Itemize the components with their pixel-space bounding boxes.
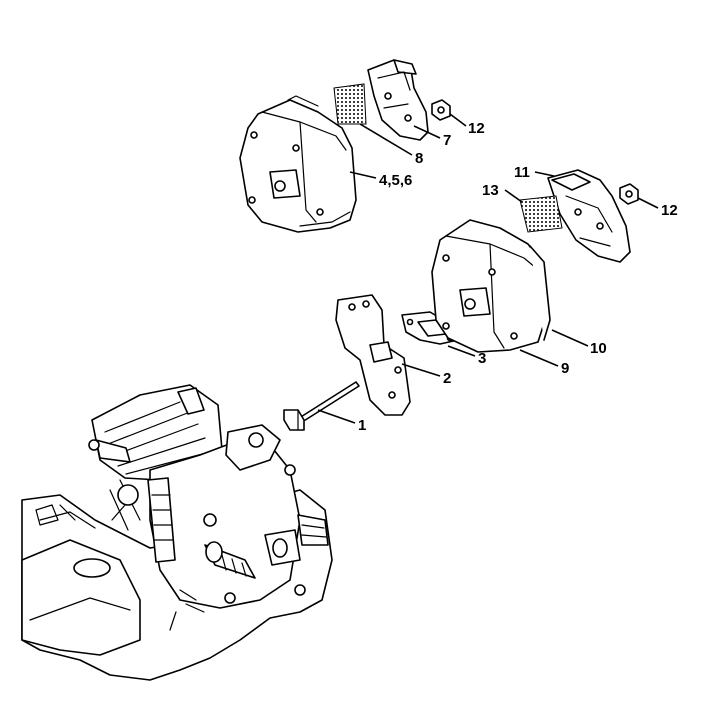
callout-4-5-6: 4,5,6 [379, 172, 412, 189]
leader-lines [317, 113, 659, 424]
leader-10 [551, 329, 589, 347]
callout-11: 11 [514, 164, 530, 181]
leader-7 [413, 125, 441, 139]
leader-1 [317, 409, 356, 424]
part-9-muffler-housing [431, 219, 546, 353]
callout-1: 1 [358, 417, 366, 434]
callout-10: 10 [590, 340, 607, 357]
leader-12-lower [637, 197, 659, 209]
leader-3 [447, 345, 476, 357]
callout-9: 9 [561, 360, 569, 377]
leader-2 [401, 363, 441, 377]
part-13-screen [519, 195, 563, 233]
part-12-nut-lower [619, 183, 639, 205]
callout-13: 13 [482, 182, 499, 199]
callout-12-lower: 12 [661, 202, 678, 219]
leader-12-upper [449, 113, 467, 127]
part-12-nut-upper [431, 99, 451, 121]
part-4-5-6-muffler [239, 95, 357, 233]
part-2-cooling-plate [335, 294, 411, 416]
callout-3: 3 [478, 350, 486, 367]
chainsaw-engine-housing [21, 384, 333, 681]
callout-labels: 1 2 3 4,5,6 7 8 9 10 11 12 12 13 [358, 120, 678, 434]
leader-13 [504, 189, 523, 203]
callout-2: 2 [443, 370, 451, 387]
leader-8 [359, 123, 413, 156]
part-3-gasket [401, 311, 459, 345]
leader-456 [349, 171, 377, 179]
part-11-deflector [547, 169, 631, 263]
part-8-spark-arrestor-screen [333, 83, 367, 125]
part-10-muffler-cover [529, 245, 551, 341]
callout-12-upper: 12 [468, 120, 485, 137]
leader-11 [534, 171, 555, 177]
callout-8: 8 [415, 150, 423, 167]
callout-7: 7 [443, 132, 451, 149]
leader-9 [519, 349, 559, 367]
part-1-bolt [283, 381, 360, 431]
